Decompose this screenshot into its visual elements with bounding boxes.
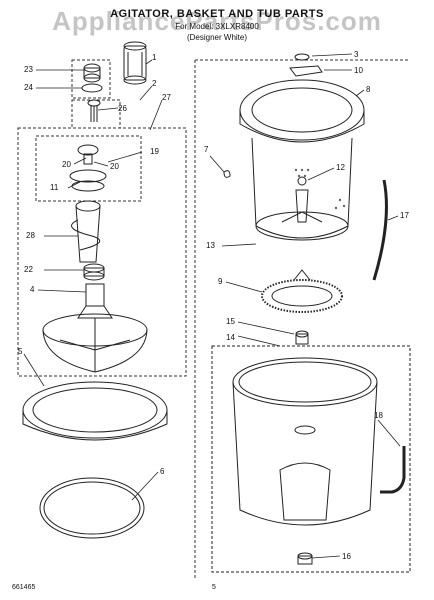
page-number: 5 <box>212 584 216 591</box>
box-23 <box>71 59 111 99</box>
part-15-bushing <box>295 330 309 345</box>
callout-23: 23 <box>24 65 33 74</box>
callout-labels: 1 2 3 4 5 6 7 8 9 10 11 12 13 14 15 16 1… <box>18 50 409 561</box>
part-3-clip <box>294 53 310 61</box>
part-24-ring <box>81 83 103 93</box>
callout-6: 6 <box>160 467 165 476</box>
callout-17: 17 <box>400 211 409 220</box>
callout-14: 14 <box>226 333 235 342</box>
part-fabric-softener-dispenser <box>123 41 147 85</box>
callout-1: 1 <box>152 53 157 62</box>
callout-27: 27 <box>162 93 171 102</box>
part-16-nut <box>297 552 313 565</box>
watermark: AppliancePartsPros.com <box>52 6 382 36</box>
callout-28: 28 <box>26 231 35 240</box>
callout-5: 5 <box>18 347 23 356</box>
part-5-ring <box>22 381 168 441</box>
callout-2: 2 <box>152 79 157 88</box>
part-26-bolt <box>87 99 101 122</box>
callout-22: 22 <box>24 265 33 274</box>
callout-24: 24 <box>24 83 33 92</box>
callout-19: 19 <box>150 147 159 156</box>
callout-8: 8 <box>366 85 371 94</box>
callout-4: 4 <box>30 285 35 294</box>
part-17-hose <box>372 179 388 281</box>
callout-20-right: 20 <box>110 162 119 171</box>
box-27 <box>17 127 187 377</box>
callout-18: 18 <box>374 411 383 420</box>
callout-16: 16 <box>342 552 351 561</box>
color-subtitle: (Designer White) <box>186 33 247 42</box>
part-28-auger <box>71 200 101 263</box>
callout-9: 9 <box>218 277 223 286</box>
part-12-nut <box>297 176 307 186</box>
callout-15: 15 <box>226 317 235 326</box>
grouping-boxes <box>17 59 410 580</box>
part-10-bracket <box>289 65 323 77</box>
document-number: 661465 <box>12 584 36 591</box>
part-9-gear <box>261 269 343 313</box>
callout-20-left: 20 <box>62 160 71 169</box>
callout-26: 26 <box>118 104 127 113</box>
leader-lines <box>23 53 401 559</box>
part-6-seal <box>39 477 145 539</box>
diagram-title: AGITATOR, BASKET AND TUB PARTS <box>110 8 324 20</box>
box-24-26 <box>71 99 121 129</box>
part-22-bearing <box>83 263 105 281</box>
model-subtitle: For Model: 3XLXR8400 <box>175 22 259 31</box>
callout-3: 3 <box>354 50 359 59</box>
callout-13: 13 <box>206 241 215 250</box>
part-7-spring <box>223 170 231 178</box>
part-14-tub <box>211 345 411 573</box>
callout-12: 12 <box>336 163 345 172</box>
part-18-hose <box>380 446 406 494</box>
callout-7: 7 <box>204 145 209 154</box>
part-4-agitator-base <box>42 283 148 373</box>
part-8-balance-ring <box>239 79 365 143</box>
part-13-basket <box>251 137 353 241</box>
callout-10: 10 <box>354 66 363 75</box>
callout-11: 11 <box>50 183 59 192</box>
part-23 <box>83 63 101 83</box>
